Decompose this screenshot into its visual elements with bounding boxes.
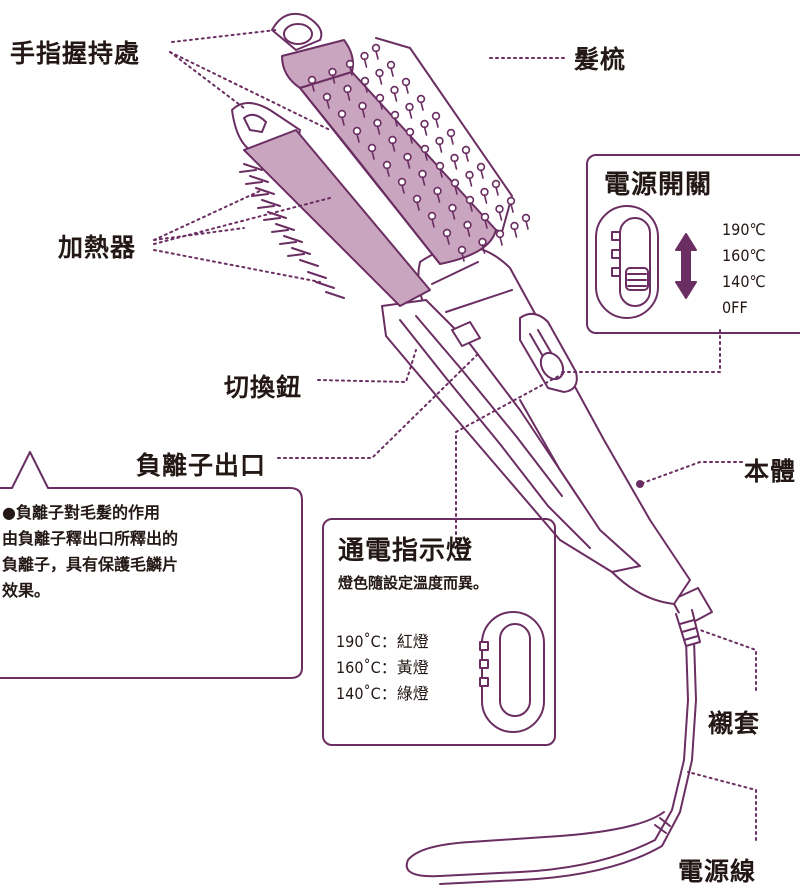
power-switch-title: 電源開關 bbox=[604, 170, 713, 200]
bristle-stem bbox=[498, 211, 503, 221]
label-body: 本體 bbox=[744, 457, 797, 486]
bristle-stem bbox=[431, 218, 435, 228]
bristle-stem bbox=[390, 67, 394, 77]
label-sleeve: 襯套 bbox=[708, 709, 761, 738]
temp-160: 160℃ bbox=[722, 246, 766, 265]
bristle-stem bbox=[356, 133, 360, 143]
indicator-red: 190˚C：紅燈 bbox=[336, 632, 429, 651]
ion-note-outline bbox=[0, 451, 303, 679]
bristle-stem bbox=[416, 201, 420, 211]
bristle-stem bbox=[393, 92, 398, 102]
bristle-stem bbox=[349, 66, 353, 76]
label-switch-button: 切換鈕 bbox=[224, 373, 303, 402]
bristle-stem bbox=[495, 186, 499, 196]
bristle-stem bbox=[446, 235, 450, 245]
bristle-stem bbox=[436, 193, 441, 203]
bristle-stem bbox=[409, 134, 413, 144]
bristle-stem bbox=[379, 100, 383, 110]
sleeve-drawing bbox=[671, 587, 713, 647]
bristle-stem bbox=[469, 202, 473, 212]
bristle-stem bbox=[375, 50, 379, 60]
bristle-stem bbox=[346, 91, 351, 101]
bristle-stem bbox=[453, 160, 458, 170]
ion-note-line-1: ●負離子對毛髮的作用 bbox=[2, 503, 160, 522]
indicator-graphic bbox=[479, 611, 545, 733]
indicator-subtitle: 燈色隨設定溫度而異。 bbox=[338, 574, 489, 592]
bristle-stem bbox=[423, 126, 428, 136]
bristle-stem bbox=[465, 152, 469, 162]
bristle-stem bbox=[394, 117, 398, 127]
bristle-stem bbox=[454, 185, 458, 195]
bristle-stem bbox=[451, 210, 456, 220]
styler-body-drawing bbox=[381, 245, 691, 605]
label-power-cord: 電源線 bbox=[678, 857, 757, 886]
label-finger-grip: 手指握持處 bbox=[10, 39, 141, 68]
temp-off: 0FF bbox=[722, 298, 748, 317]
bristle-stem bbox=[499, 236, 503, 246]
bristle-stem bbox=[326, 99, 330, 109]
bristle-stem bbox=[525, 220, 529, 230]
bristle-stem bbox=[483, 194, 488, 204]
bristle-stem bbox=[391, 142, 396, 152]
bristle-stem bbox=[376, 125, 381, 135]
bristle-stem bbox=[378, 75, 383, 85]
bristle-stem bbox=[438, 143, 443, 153]
bristle-stem bbox=[406, 159, 411, 169]
bristle-stem bbox=[341, 116, 345, 126]
bristle-stem bbox=[513, 228, 518, 238]
bristle-stem bbox=[435, 118, 439, 128]
temp-140: 140℃ bbox=[722, 272, 766, 291]
indicator-box: 通電指示燈 燈色隨設定溫度而異。 190˚C：紅燈 160˚C：黃燈 140˚C… bbox=[322, 518, 556, 746]
bristle-stem bbox=[401, 184, 405, 194]
bristle-stem bbox=[510, 203, 514, 213]
bristle-stem bbox=[450, 135, 454, 145]
bristle-stem bbox=[371, 150, 375, 160]
bristle-stem bbox=[361, 108, 366, 118]
bristle-stem bbox=[311, 82, 315, 92]
power-cord-drawing bbox=[405, 639, 697, 885]
ion-note-line-2: 由負離子釋出口所釋出的 bbox=[2, 529, 179, 548]
bristle-stem bbox=[468, 177, 473, 187]
ion-note-line-4: 效果。 bbox=[2, 581, 51, 600]
leader-lines bbox=[153, 29, 757, 841]
bristle-stem bbox=[363, 58, 368, 68]
bristle-stem bbox=[480, 169, 484, 179]
bristle-stem bbox=[405, 84, 409, 94]
bristle-stem bbox=[439, 168, 443, 178]
comb-bristles bbox=[307, 43, 531, 262]
bristle-stem bbox=[408, 109, 413, 119]
bristle-stem bbox=[421, 176, 426, 186]
indicator-yellow: 160˚C：黃燈 bbox=[336, 658, 429, 677]
bristle-stem bbox=[461, 252, 465, 262]
ion-note-line-3: 負離子，具有保護毛鱗片 bbox=[2, 555, 179, 574]
bristle-stem bbox=[420, 101, 424, 111]
comb-drawing bbox=[271, 12, 513, 265]
heater-drawing bbox=[231, 102, 431, 307]
label-ion-outlet: 負離子出口 bbox=[136, 451, 267, 480]
bristle-stem bbox=[386, 167, 390, 177]
bristle-stem bbox=[364, 83, 368, 93]
ion-note: ●負離子對毛髮的作用 由負離子釋出口所釋出的 負離子，具有保護毛鱗片 效果。 bbox=[2, 500, 294, 604]
bristle-stem bbox=[481, 244, 486, 254]
indicator-green: 140˚C：綠燈 bbox=[336, 684, 429, 703]
indicator-title: 通電指示燈 bbox=[338, 536, 474, 566]
label-comb: 髮梳 bbox=[574, 45, 627, 74]
bristle-stem bbox=[484, 219, 488, 229]
power-switch-graphic bbox=[595, 205, 697, 319]
temp-190: 190℃ bbox=[722, 220, 766, 239]
bristle-stem bbox=[331, 74, 336, 84]
bristle-stem bbox=[424, 151, 428, 161]
power-switch-box: 電源開關 bbox=[586, 154, 800, 334]
label-heater: 加熱器 bbox=[58, 233, 137, 262]
bristle-stem bbox=[466, 227, 471, 237]
